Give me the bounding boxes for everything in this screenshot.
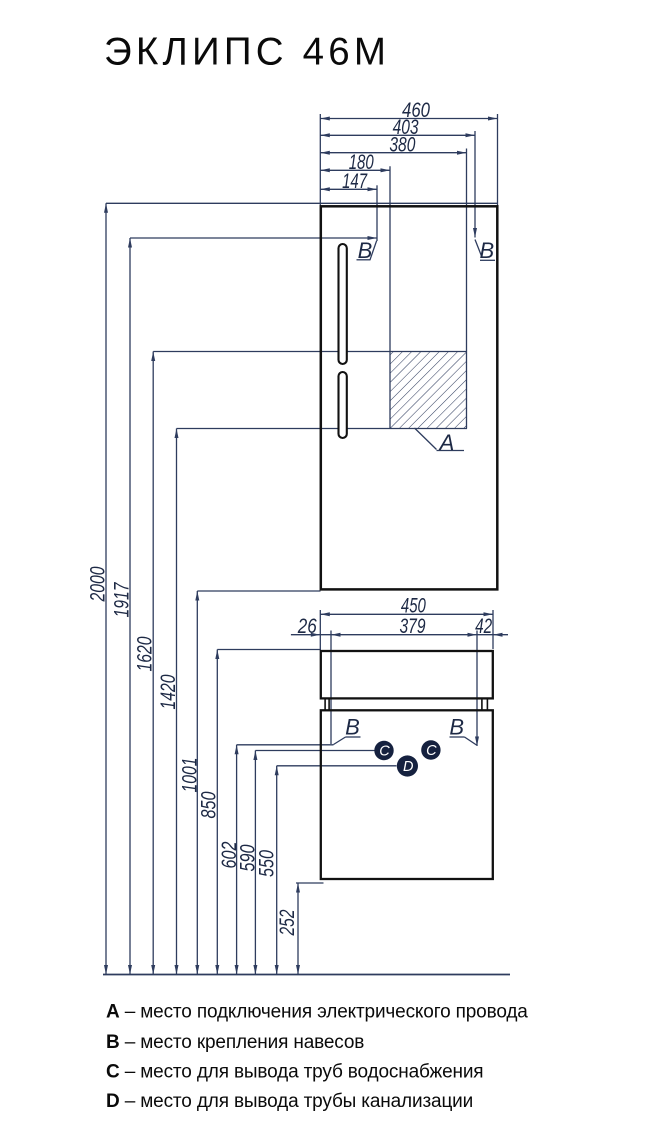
svg-text:590: 590 — [236, 844, 260, 871]
svg-text:550: 550 — [255, 850, 279, 877]
svg-text:C: C — [379, 743, 390, 759]
svg-text:26: 26 — [297, 615, 317, 638]
svg-text:B: B — [345, 715, 360, 740]
svg-text:ЭКЛИПС 46М: ЭКЛИПС 46М — [104, 31, 390, 74]
svg-text:D: D — [403, 759, 413, 775]
svg-text:180: 180 — [349, 151, 374, 174]
svg-text:B – место крепления навесов: B – место крепления навесов — [106, 1032, 364, 1053]
svg-text:D – место для вывода трубы кан: D – место для вывода трубы канализации — [106, 1091, 473, 1112]
svg-text:B: B — [480, 238, 495, 263]
svg-text:2000: 2000 — [86, 566, 110, 602]
svg-text:380: 380 — [389, 133, 415, 156]
svg-text:C: C — [426, 743, 437, 759]
svg-text:850: 850 — [197, 791, 221, 818]
svg-text:147: 147 — [342, 170, 368, 193]
svg-text:1420: 1420 — [156, 674, 180, 709]
svg-text:403: 403 — [393, 116, 419, 139]
svg-text:460: 460 — [402, 99, 430, 122]
svg-text:1917: 1917 — [110, 582, 134, 618]
svg-text:602: 602 — [217, 841, 241, 868]
svg-text:1620: 1620 — [133, 636, 157, 671]
svg-text:A: A — [438, 430, 455, 455]
svg-text:A – место подключения электрич: A – место подключения электрического про… — [106, 1002, 528, 1023]
svg-text:B: B — [358, 238, 373, 263]
svg-text:379: 379 — [400, 615, 426, 638]
svg-text:1001: 1001 — [178, 758, 202, 793]
svg-text:450: 450 — [401, 594, 426, 617]
svg-text:C – место для вывода труб водо: C – место для вывода труб водоснабжения — [106, 1061, 483, 1082]
svg-text:B: B — [449, 715, 464, 740]
svg-text:42: 42 — [475, 615, 492, 638]
svg-text:252: 252 — [275, 909, 299, 936]
